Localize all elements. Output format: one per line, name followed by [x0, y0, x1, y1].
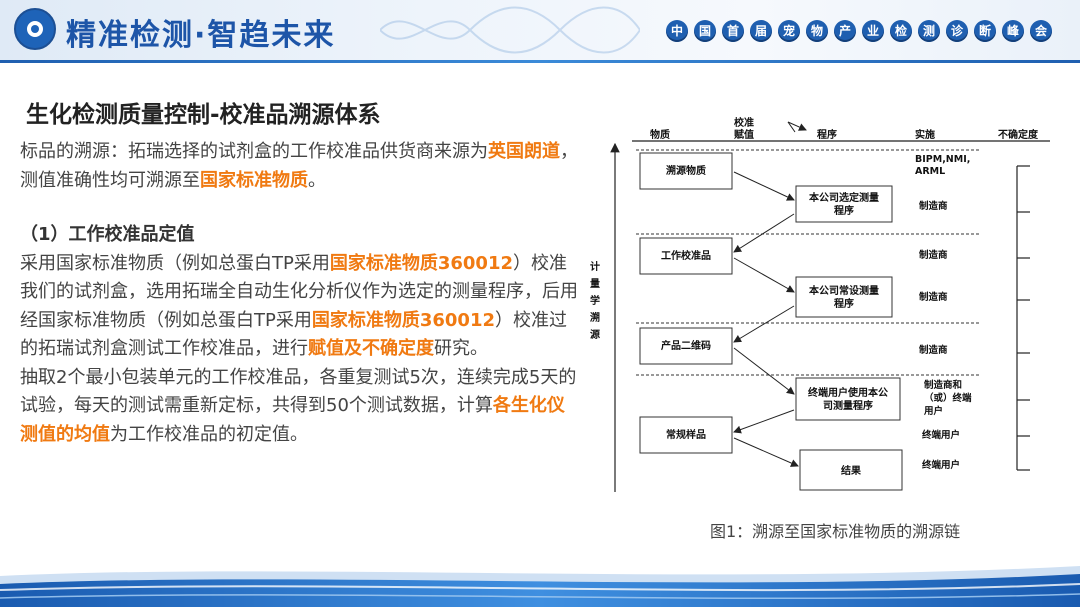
impl-maker-1: 制造商 — [919, 200, 948, 212]
summit-char: 测 — [918, 20, 940, 42]
summit-char: 业 — [862, 20, 884, 42]
side-label-4: 源 — [590, 328, 600, 341]
impl-maker-2: 制造商 — [919, 249, 948, 261]
text: 采用国家标准物质（例如总蛋白TP采用 — [20, 252, 330, 274]
highlight-national-standard: 国家标准物质 — [200, 169, 308, 191]
label-company-standard-2: 程序 — [834, 297, 854, 310]
body-text: 标品的溯源：拓瑞选择的试剂盒的工作校准品供货商来源为英国朗道，测值准确性均可溯源… — [20, 138, 580, 449]
paragraph-procedure: 抽取2个最小包装单元的工作校准品，各重复测试5次，连续完成5天的试验，每天的测试… — [20, 364, 580, 450]
label-routine-sample: 常规样品 — [666, 428, 706, 441]
summit-title: 中国首届宠物产业检测诊断峰会 — [666, 20, 1052, 42]
col-uncertainty: 不确定度 — [998, 128, 1039, 141]
box-trace-material — [639, 152, 733, 190]
box-enduser-procedure — [795, 377, 901, 421]
company-logo-icon — [14, 8, 56, 50]
impl-maker-3: 制造商 — [919, 291, 948, 303]
summit-char: 产 — [834, 20, 856, 42]
col-assign-top: 校准 — [734, 116, 754, 129]
box-result — [799, 449, 903, 491]
summit-char: 诊 — [946, 20, 968, 42]
label-company-selected-1: 本公司选定测量 — [809, 191, 879, 204]
impl-maker-or-1: 制造商和 — [924, 379, 962, 391]
side-label-1: 量 — [590, 277, 600, 290]
summit-char: 检 — [890, 20, 912, 42]
box-company-standard — [795, 276, 893, 318]
summit-char: 国 — [694, 20, 716, 42]
label-enduser-proc-2: 司测量程序 — [823, 399, 873, 412]
label-company-standard-1: 本公司常设测量 — [809, 284, 879, 297]
header-slogan: 精准检测·智趋未来 — [66, 18, 336, 53]
traceability-chain-diagram: 物质 校准 赋值 程序 实施 不确定度 计 量 学 溯 源 溯源物质 本公司选定… — [590, 116, 1050, 492]
text: 标品的溯源：拓瑞选择的试剂盒的工作校准品供货商来源为 — [20, 141, 488, 162]
figure-caption: 图1：溯源至国家标准物质的溯源链 — [710, 522, 961, 541]
impl-bipm-1: BIPM,NMI, — [915, 154, 970, 165]
paragraph-method: 采用国家标准物质（例如总蛋白TP采用国家标准物质360012）校准我们的试剂盒，… — [20, 250, 580, 364]
text: 抽取2个最小包装单元的工作校准品，各重复测试5次，连续完成5天的试验，每天的测试… — [20, 366, 577, 417]
box-company-selected — [795, 185, 893, 223]
summit-char: 会 — [1030, 20, 1052, 42]
impl-maker-or-2: （或）终端 — [924, 392, 972, 404]
label-result: 结果 — [841, 464, 862, 477]
highlight-standard-360012: 国家标准物质360012 — [329, 252, 514, 274]
summit-char: 宠 — [778, 20, 800, 42]
summit-char: 断 — [974, 20, 996, 42]
side-label-0: 计 — [590, 260, 600, 273]
text: ）校准过的拓瑞试剂盒测试工作校准品，进行 — [20, 309, 568, 360]
impl-enduser-1: 终端用户 — [921, 429, 960, 441]
box-routine-sample — [639, 416, 733, 454]
label-work-calibrator: 工作校准品 — [661, 249, 711, 262]
text: ）校准我们的试剂盒，选用拓瑞全自动生化分析仪作为选定的测量程序，后用经国家标准物… — [20, 252, 578, 331]
page-title: 生化检测质量控制-校准品溯源体系 — [26, 102, 381, 128]
label-trace-material: 溯源物质 — [666, 164, 706, 177]
col-assign-bottom: 赋值 — [734, 128, 754, 141]
text: 。 — [308, 169, 326, 191]
header-divider — [0, 60, 1080, 63]
side-label-3: 溯 — [590, 311, 600, 324]
col-implement: 实施 — [915, 128, 935, 141]
footer-wave-decoration — [0, 566, 1080, 607]
highlight-mean-value: 各生化仪测值的均值 — [20, 395, 565, 445]
impl-bipm-2: ARML — [915, 166, 945, 177]
summit-char: 届 — [750, 20, 772, 42]
text: 研究。 — [434, 338, 488, 359]
impl-enduser-2: 终端用户 — [921, 459, 960, 471]
col-procedure: 程序 — [817, 128, 837, 141]
impl-maker-or-3: 用户 — [923, 405, 943, 417]
dna-helix-decoration — [380, 6, 640, 54]
summit-char: 峰 — [1002, 20, 1024, 42]
label-company-selected-2: 程序 — [834, 204, 854, 217]
highlight-supplier: 英国朗道 — [488, 141, 560, 162]
summit-char: 首 — [722, 20, 744, 42]
label-enduser-proc-1: 终端用户使用本公 — [808, 386, 888, 399]
text: ，测值准确性均可溯源至 — [20, 141, 578, 191]
col-material: 物质 — [650, 128, 670, 141]
summit-char: 中 — [666, 20, 688, 42]
highlight-uncertainty: 赋值及不确定度 — [308, 338, 434, 359]
highlight-standard-360012-b: 国家标准物质360012 — [311, 309, 496, 331]
side-label-2: 学 — [590, 294, 600, 307]
subheading: （1）工作校准品定值 — [20, 224, 195, 245]
header-banner: 精准检测·智趋未来 中国首届宠物产业检测诊断峰会 — [0, 0, 1080, 60]
box-work-calibrator — [639, 237, 733, 275]
label-product-qr: 产品二维码 — [661, 339, 711, 352]
box-product-qr — [639, 327, 733, 365]
summit-char: 物 — [806, 20, 828, 42]
paragraph-traceability: 标品的溯源：拓瑞选择的试剂盒的工作校准品供货商来源为英国朗道，测值准确性均可溯源… — [20, 138, 580, 195]
impl-maker-4: 制造商 — [919, 344, 948, 356]
text: 为工作校准品的初定值。 — [110, 423, 308, 445]
